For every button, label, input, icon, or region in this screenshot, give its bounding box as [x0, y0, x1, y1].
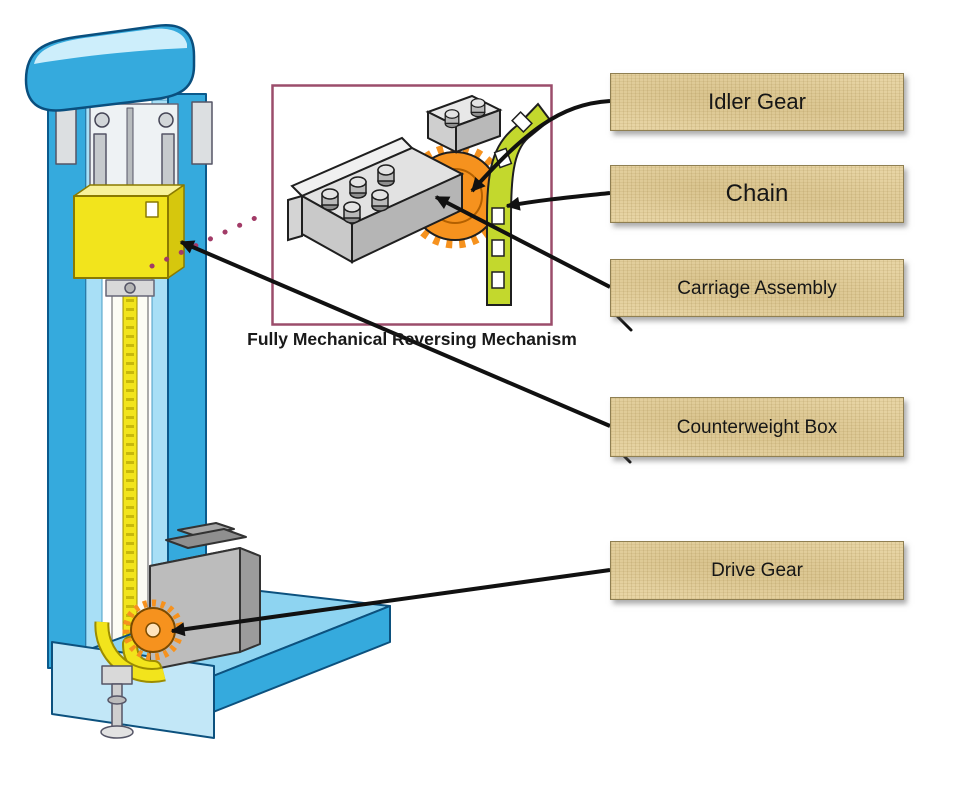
arrow-counterweight-box	[179, 240, 611, 428]
callout-arrows	[170, 99, 633, 637]
dotted-leader	[149, 210, 269, 269]
label-idler-gear-text: Idler Gear	[708, 89, 806, 114]
label-carriage-assembly-text: Carriage Assembly	[677, 277, 837, 299]
carriage-assembly-drawing	[287, 94, 503, 264]
label-counterweight-box-text: Counterweight Box	[676, 416, 838, 438]
arrow-drive-gear	[170, 568, 611, 637]
arrow-carriage-assembly	[434, 195, 611, 289]
label-drive-gear: Drive Gear	[610, 541, 904, 600]
machine-illustration	[24, 24, 391, 739]
top-cap	[24, 24, 196, 112]
arrow-idler-gear	[470, 99, 611, 193]
arrow-stub-upper	[616, 315, 633, 332]
inset-caption: Fully Mechanical Reversing Mechanism	[247, 329, 577, 349]
label-chain-text: Chain	[725, 180, 789, 207]
chain-drawing	[486, 102, 552, 306]
label-carriage-assembly: Carriage Assembly	[610, 259, 904, 317]
chain-track	[111, 281, 149, 655]
inset-detail	[271, 84, 553, 326]
leveling-foot	[100, 665, 134, 739]
label-idler-gear: Idler Gear	[610, 73, 904, 131]
upper-carriage	[55, 101, 213, 197]
label-counterweight-box: Counterweight Box	[610, 397, 904, 457]
label-drive-gear-text: Drive Gear	[711, 560, 803, 581]
arrow-chain	[505, 191, 611, 211]
drive-gear-part	[94, 599, 184, 683]
label-chain: Chain	[610, 165, 904, 223]
